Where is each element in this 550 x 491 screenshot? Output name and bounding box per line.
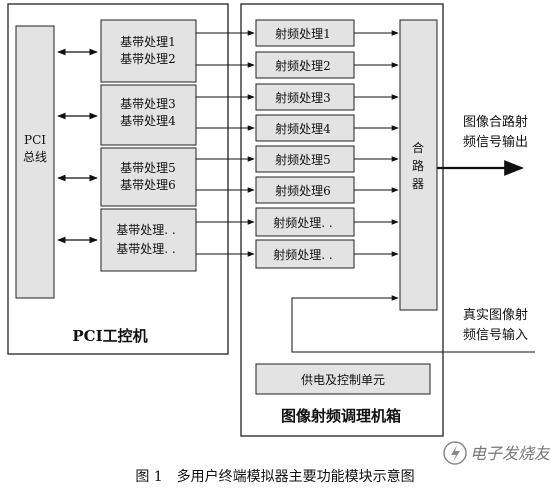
watermark-circle-icon <box>443 441 467 465</box>
rf-label: 射频处理1 <box>275 26 331 41</box>
watermark-lightning-icon <box>451 445 460 462</box>
baseband-label: 基带处理. . <box>116 242 175 256</box>
baseband-label: 基带处理1 <box>120 35 176 49</box>
rf-unit-list: 射频处理1 射频处理2 射频处理3 射频处理4 射频处理5 射频处理6 射频处理… <box>255 19 355 269</box>
rf-box <box>255 207 355 237</box>
combiner-label-char: 合 <box>412 140 424 155</box>
rf-box <box>255 239 355 269</box>
rf-label: 射频处理3 <box>275 90 331 105</box>
baseband-label: 基带处理2 <box>120 52 176 66</box>
rf-label: 射频处理. . <box>273 247 332 262</box>
pci-bus-label-line2: 总线 <box>23 150 47 164</box>
pci-bus-bar <box>15 25 55 299</box>
baseband-box-2 <box>100 84 197 146</box>
baseband-label: 基带处理5 <box>120 161 176 175</box>
power-control-box <box>255 363 431 395</box>
rf-box <box>255 176 355 204</box>
watermark-logo: 电子发烧友 <box>443 441 550 465</box>
rf-label: 射频处理4 <box>275 121 331 136</box>
pci-bus-label-line1: PCI <box>24 133 46 147</box>
rf-box <box>255 145 355 173</box>
rf-label: 射频处理6 <box>275 183 331 198</box>
rf-label: 射频处理5 <box>275 152 331 167</box>
power-control-label: 供电及控制单元 <box>301 373 385 387</box>
output-label-line1: 图像合路射 <box>463 114 528 130</box>
baseband-label: 基带处理4 <box>120 114 176 128</box>
baseband-label: 基带处理. . <box>116 223 175 237</box>
input-path <box>291 295 535 353</box>
figure-caption: 图 1 多用户终端模拟器主要功能模块示意图 <box>135 468 414 485</box>
baseband-label: 基带处理3 <box>120 97 176 111</box>
output-label-line2: 频信号输出 <box>463 134 528 150</box>
input-label-line2: 频信号输入 <box>463 327 528 343</box>
pci-host-title: PCI工控机 <box>72 327 147 345</box>
rf-label: 射频处理. . <box>273 215 332 230</box>
combiner-box <box>399 19 438 311</box>
baseband-box-1 <box>100 19 197 83</box>
chassis-title: 图像射频调理机箱 <box>281 407 401 425</box>
input-label-line1: 真实图像射 <box>463 307 528 323</box>
watermark-text: 电子发烧友 <box>470 444 550 463</box>
rf-box <box>255 51 355 79</box>
baseband-label: 基带处理6 <box>120 178 176 192</box>
rf-label: 射频处理2 <box>275 58 331 73</box>
combiner-label-char: 器 <box>412 177 424 191</box>
baseband-box-4 <box>100 208 197 272</box>
baseband-box-3 <box>100 147 197 207</box>
combiner-label-char: 路 <box>412 158 424 173</box>
